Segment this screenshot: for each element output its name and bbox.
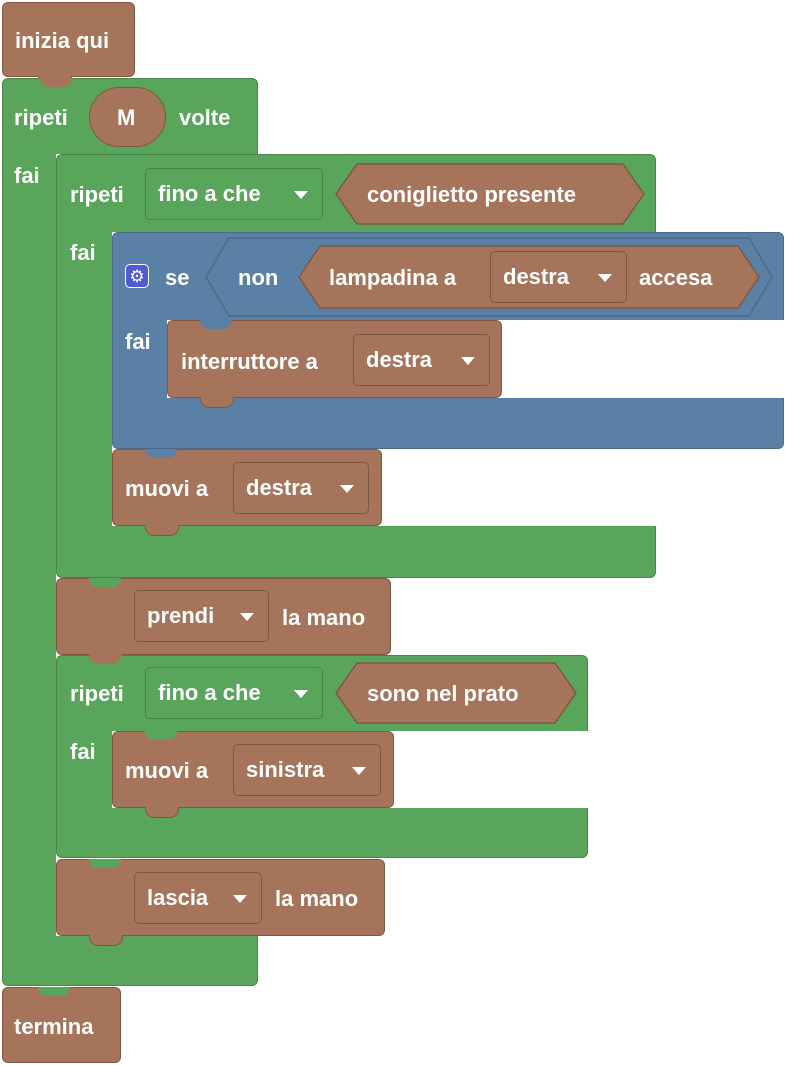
- repeat-until-2-do-label: fai: [70, 739, 96, 764]
- release-action-dropdown[interactable]: lascia: [134, 872, 262, 924]
- move-right-direction-dropdown[interactable]: destra: [233, 462, 369, 514]
- start-block[interactable]: inizia qui: [2, 2, 135, 77]
- repeat-until-2-mode-label: fino a che: [158, 680, 261, 705]
- switch-direction-label: destra: [366, 347, 433, 372]
- move-right-direction-label: destra: [246, 475, 313, 500]
- switch-block-connector: [200, 397, 234, 408]
- move-left-top-notch: [145, 731, 177, 740]
- if-do-label: fai: [125, 329, 151, 354]
- rabbit-present-condition[interactable]: [335, 163, 645, 225]
- move-right-top-notch: [145, 449, 177, 458]
- chevron-down-icon: [233, 895, 247, 903]
- repeat-times-prefix: ripeti: [14, 105, 68, 130]
- repeat-until-1-do-label: fai: [70, 240, 96, 265]
- end-block-top-notch: [38, 987, 70, 996]
- chevron-down-icon: [240, 613, 254, 621]
- release-hand-top-notch: [89, 859, 121, 868]
- not-label: non: [238, 265, 279, 290]
- chevron-down-icon: [340, 485, 354, 493]
- take-action-label: prendi: [147, 603, 215, 628]
- if-label: se: [165, 265, 190, 290]
- repeat-until-1-prefix: ripeti: [70, 182, 124, 207]
- light-sensor-suffix: accesa: [639, 265, 713, 290]
- switch-block-top-notch: [200, 320, 232, 329]
- end-block-label: termina: [14, 1014, 94, 1039]
- end-block[interactable]: [2, 987, 121, 1063]
- take-hand-suffix: la mano: [282, 605, 366, 630]
- light-direction-label: destra: [503, 264, 570, 289]
- repeat-until-2-mode-dropdown[interactable]: fino a che: [145, 667, 323, 719]
- release-action-label: lascia: [147, 885, 209, 910]
- take-hand-top-notch: [89, 578, 121, 587]
- light-sensor-prefix: lampadina a: [329, 265, 457, 290]
- move-left-direction-label: sinistra: [246, 757, 325, 782]
- light-direction-dropdown[interactable]: destra: [490, 251, 627, 303]
- chevron-down-icon: [352, 767, 366, 775]
- chevron-down-icon: [294, 191, 308, 199]
- in-meadow-condition[interactable]: [335, 662, 577, 724]
- release-hand-connector: [89, 935, 123, 946]
- repeat-count-value: M: [117, 105, 136, 130]
- repeat-times-do-label: fai: [14, 163, 40, 188]
- repeat-count-input[interactable]: M: [89, 87, 166, 147]
- repeat-times-suffix: volte: [179, 105, 231, 130]
- move-right-label: muovi a: [125, 476, 209, 501]
- chevron-down-icon: [294, 690, 308, 698]
- repeat-until-2-top-notch: [89, 655, 121, 664]
- gear-icon[interactable]: ⚙: [125, 264, 149, 288]
- move-right-connector: [145, 525, 179, 536]
- chevron-down-icon: [598, 274, 612, 282]
- switch-direction-dropdown[interactable]: destra: [353, 334, 490, 386]
- repeat-times-top-notch: [40, 78, 72, 87]
- start-block-label: inizia qui: [15, 28, 110, 53]
- repeat-until-2-prefix: ripeti: [70, 681, 124, 706]
- take-action-dropdown[interactable]: prendi: [134, 590, 269, 642]
- repeat-until-1-mode-label: fino a che: [158, 181, 261, 206]
- release-hand-suffix: la mano: [275, 886, 359, 911]
- move-left-label: muovi a: [125, 758, 209, 783]
- move-left-direction-dropdown[interactable]: sinistra: [233, 744, 381, 796]
- chevron-down-icon: [461, 357, 475, 365]
- move-left-connector: [145, 807, 179, 818]
- rabbit-present-label: coniglietto presente: [367, 182, 577, 207]
- in-meadow-label: sono nel prato: [367, 681, 519, 706]
- switch-label: interruttore a: [181, 349, 318, 374]
- repeat-until-1-mode-dropdown[interactable]: fino a che: [145, 168, 323, 220]
